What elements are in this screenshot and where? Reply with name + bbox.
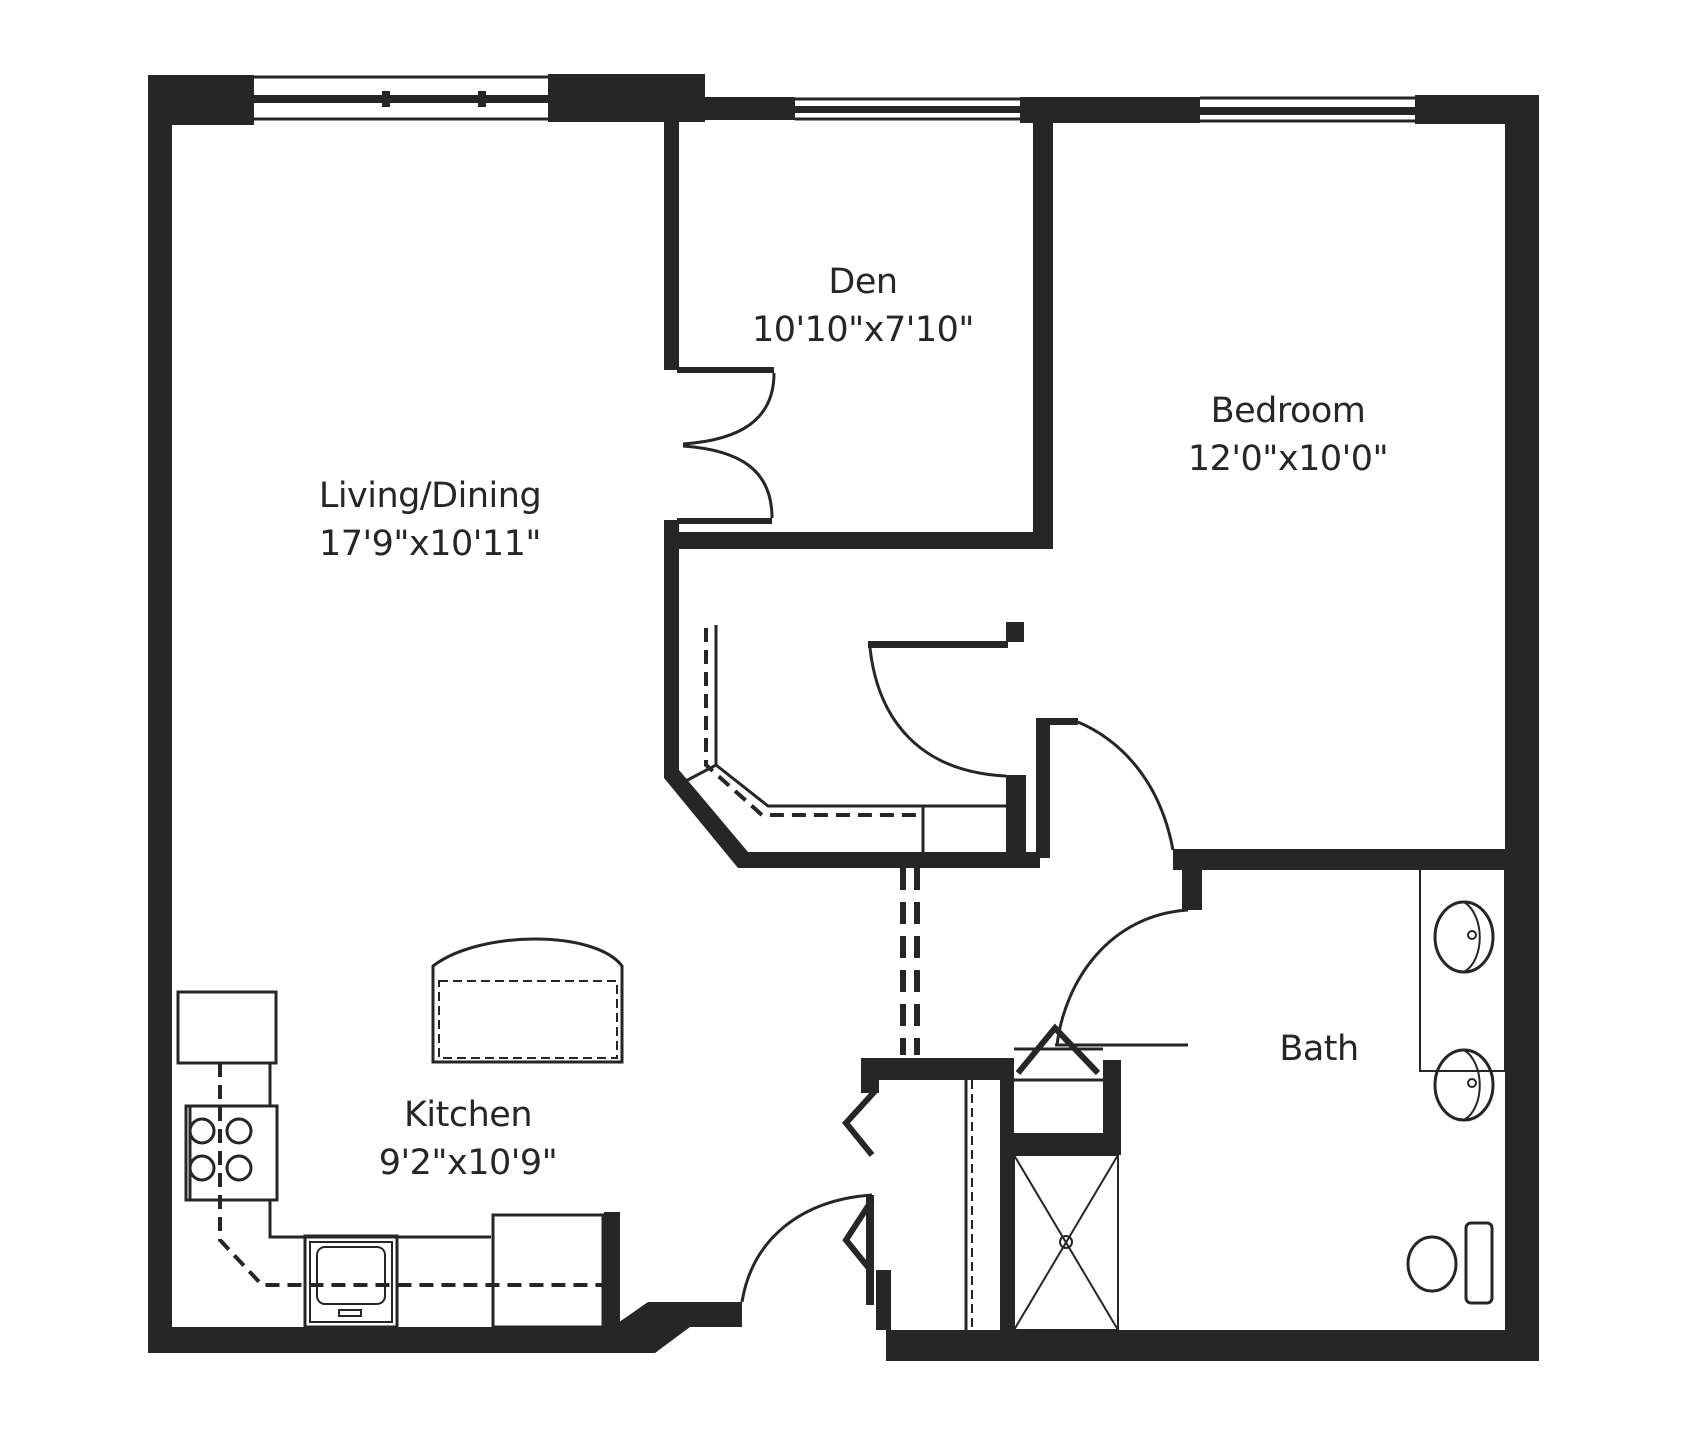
entry-door (740, 1193, 874, 1305)
utility-core (842, 1023, 1121, 1348)
room-dimensions: 12'0"x10'0" (1187, 439, 1389, 479)
bath-fixtures (1406, 868, 1506, 1305)
room-label-bedroom: Bedroom 12'0"x10'0" (1187, 387, 1389, 483)
room-name: Kitchen (403, 1095, 533, 1135)
exterior-walls (148, 74, 1539, 1361)
room-name: Den (828, 262, 898, 302)
room-dimensions: 17'9"x10'11" (318, 524, 542, 564)
room-name: Bedroom (1210, 391, 1366, 431)
kitchen-fixtures (176, 990, 620, 1329)
kitchen-island (431, 937, 624, 1064)
pass-through-opening (900, 868, 920, 1055)
room-label-den: Den 10'10"x7'10" (751, 258, 975, 354)
den-double-door (677, 367, 776, 524)
room-label-bath: Bath (1279, 1025, 1359, 1073)
den-walls (664, 120, 1053, 560)
window-living (254, 75, 548, 121)
hall-closet (664, 549, 1040, 868)
room-label-kitchen: Kitchen 9'2"x10'9" (379, 1091, 558, 1187)
bedroom-bath-walls (1036, 718, 1505, 1047)
room-name: Bath (1279, 1029, 1359, 1069)
room-label-living-dining: Living/Dining 17'9"x10'11" (318, 472, 542, 568)
room-dimensions: 10'10"x7'10" (751, 310, 975, 350)
window-bedroom (1200, 96, 1415, 123)
room-dimensions: 9'2"x10'9" (378, 1143, 558, 1183)
room-name: Living/Dining (318, 476, 542, 516)
window-den (795, 97, 1020, 121)
